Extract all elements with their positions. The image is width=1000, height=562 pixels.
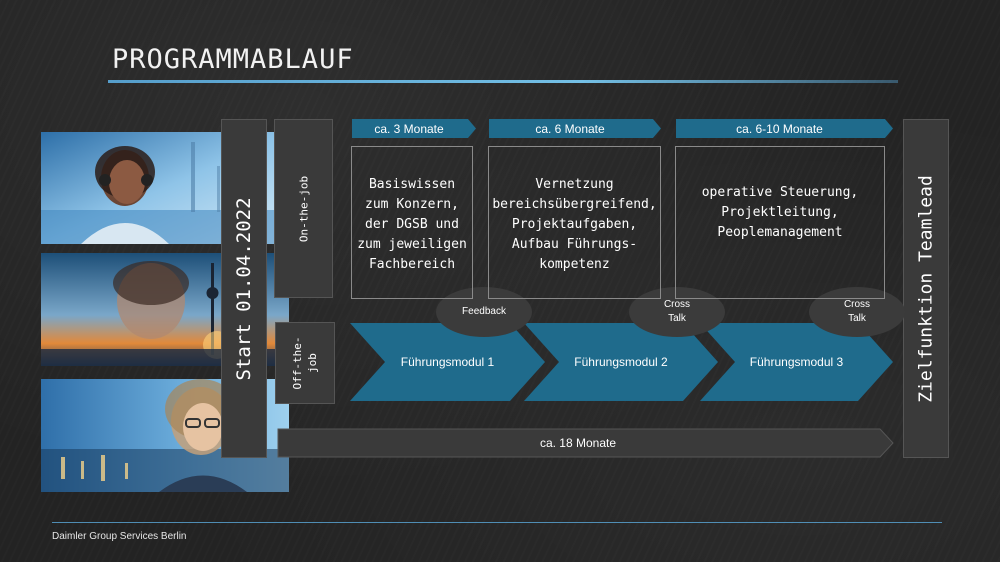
on-the-job-box: On-the-job bbox=[274, 119, 333, 298]
checkpoint-circle-2-shape bbox=[629, 287, 725, 337]
duration-tag-2: ca. 6 Monate bbox=[535, 121, 605, 136]
checkpoint-cross-talk-1: Cross Talk bbox=[663, 299, 691, 324]
slide-title: PROGRAMMABLAUF bbox=[112, 44, 354, 75]
duration-tag-2-shape bbox=[489, 119, 661, 138]
total-duration-label: ca. 18 Monate bbox=[539, 436, 617, 450]
duration-tag-1: ca. 3 Monate bbox=[374, 121, 444, 136]
total-duration-arrow-shape bbox=[277, 428, 894, 458]
module-chevron-1-shape bbox=[350, 323, 545, 401]
module-chevron-3-shape bbox=[700, 323, 893, 401]
photo-woman-glasses bbox=[41, 379, 289, 492]
duration-tag-3-shape bbox=[676, 119, 893, 138]
checkpoint-circle-3-shape bbox=[809, 287, 905, 337]
title-underline bbox=[108, 80, 898, 83]
phase-1-description: Basiswissen zum Konzern, der DGSB und zu… bbox=[351, 146, 473, 299]
phase-2-description: Vernetzung bereichsübergreifend, Projekt… bbox=[488, 146, 661, 299]
footer-company: Daimler Group Services Berlin bbox=[52, 531, 187, 542]
off-the-job-box: Off-the- job bbox=[275, 322, 335, 404]
checkpoint-feedback: Feedback bbox=[462, 306, 506, 317]
start-date-bar: Start 01.04.2022 bbox=[221, 119, 267, 458]
module-3-label: Führungsmodul 3 bbox=[749, 355, 844, 369]
target-role-bar: Zielfunktion Teamlead bbox=[903, 119, 949, 458]
checkpoint-cross-talk-2: Cross Talk bbox=[843, 299, 871, 324]
module-1-label: Führungsmodul 1 bbox=[400, 355, 495, 369]
duration-tag-1-shape bbox=[352, 119, 476, 138]
duration-tag-3: ca. 6-10 Monate bbox=[736, 121, 823, 136]
footer-rule bbox=[52, 522, 942, 523]
checkpoint-circle-1-shape bbox=[436, 287, 532, 337]
module-chevron-2-shape bbox=[524, 323, 718, 401]
phase-3-description: operative Steuerung, Projektleitung, Peo… bbox=[675, 146, 885, 299]
module-2-label: Führungsmodul 2 bbox=[574, 355, 668, 369]
